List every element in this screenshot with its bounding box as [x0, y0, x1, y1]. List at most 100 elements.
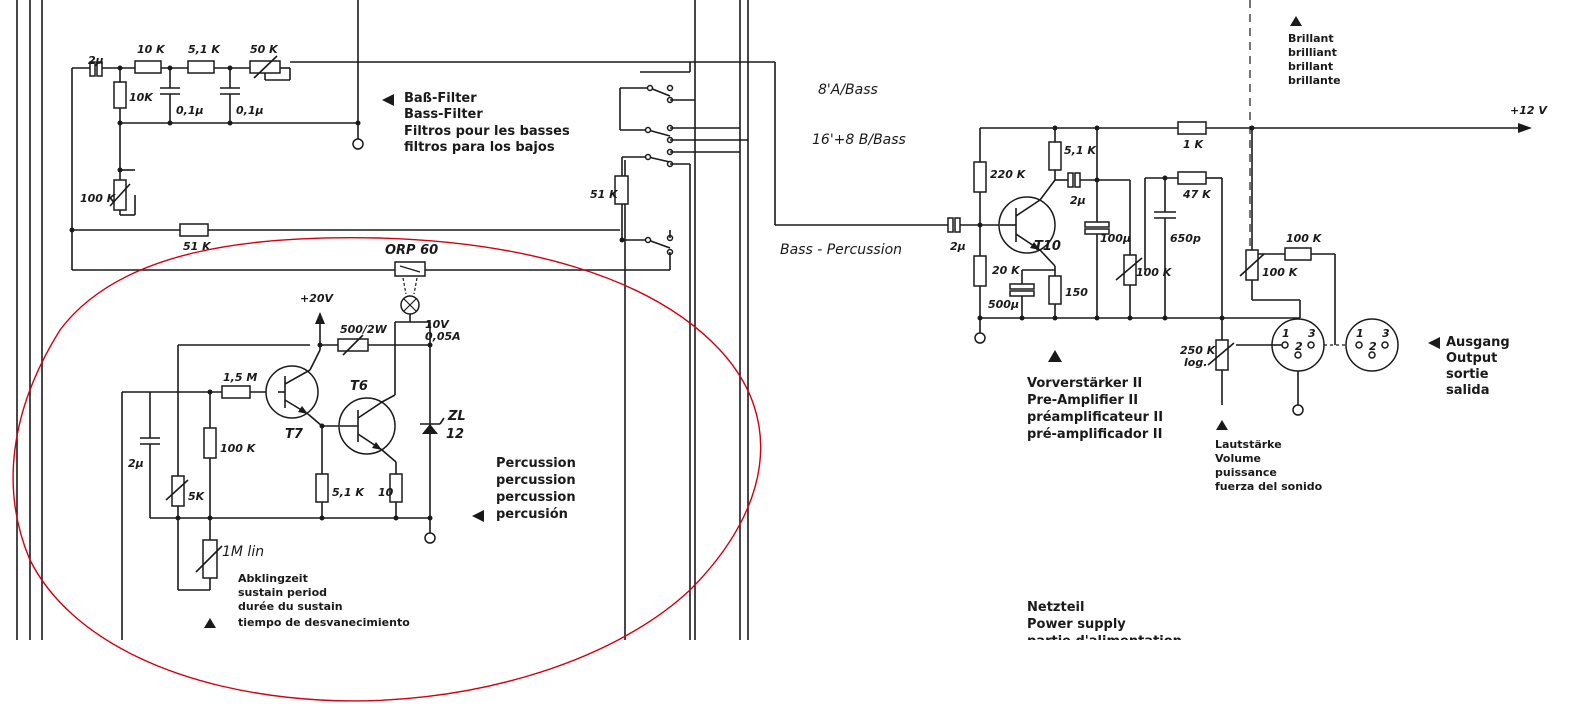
decay-es: tiempo de desvanecimiento — [238, 616, 410, 629]
bass-filter-network — [69, 55, 948, 271]
block-preamp-text: Vorverstärker II Pre-Amplifier II préamp… — [1027, 376, 1163, 442]
register-switch-bank — [614, 62, 748, 640]
label-t10: T10 — [1034, 239, 1061, 254]
label-r-47k: 47 K — [1182, 188, 1212, 201]
potentiometer-100k-pre — [1123, 254, 1137, 286]
resistor-100k-perc — [203, 427, 217, 459]
label-p-50k: 50 K — [250, 43, 279, 56]
label-c-2u-b: 2µ — [128, 457, 144, 470]
label-r-51k-side: 51 K — [590, 188, 619, 201]
volume-en: Volume — [1215, 452, 1261, 465]
preamp-ii-circuit — [947, 0, 1532, 405]
block-output-text: Ausgang Output sortie salida — [1446, 335, 1510, 398]
label-din1-pin3: 3 — [1308, 327, 1316, 340]
label-c-2u-in: 2µ — [950, 240, 966, 253]
label-c-01-a: 0,1µ — [176, 104, 204, 117]
bass-filter-fr: Filtros pour les basses — [404, 124, 570, 139]
label-bass-percussion: Bass - Percussion — [780, 242, 902, 258]
label-c-2u-a: 2µ — [88, 54, 104, 67]
label-t6: T6 — [350, 379, 368, 394]
block-brilliant-text: Brillant brilliant brillant brillante — [1288, 32, 1341, 87]
preamp-de: Vorverstärker II — [1027, 376, 1142, 391]
power-de: Netzteil — [1027, 600, 1084, 615]
brilliant-en: brilliant — [1288, 46, 1337, 59]
label-supply-20v: +20V — [300, 292, 335, 305]
label-c-01-b: 0,1µ — [236, 104, 264, 117]
label-din2-pin2: 2 — [1369, 340, 1377, 353]
block-percussion-text: Percussion percussion percussion percusi… — [496, 456, 576, 522]
label-r-500: 500/2W — [340, 323, 388, 336]
label-r-100k-perc: 100 K — [220, 442, 257, 455]
routing-labels: 8'A/Bass 16'+8 B/Bass Bass - Percussion — [780, 82, 906, 258]
decay-fr: durée du sustain — [238, 600, 343, 613]
label-c-2u-pre: 2µ — [1070, 194, 1086, 207]
label-supply-12v: +12 V — [1510, 104, 1548, 117]
power-en: Power supply — [1027, 617, 1126, 632]
output-de: Ausgang — [1446, 335, 1510, 350]
label-lamp-current: 0,05A — [425, 330, 461, 343]
label-r-51k-pre: 5,1 K — [1064, 144, 1097, 157]
label-c-100u: 100µ — [1100, 232, 1131, 245]
label-r-10k-b: 10K — [129, 91, 154, 104]
bass-filter-de: Baß-Filter — [404, 91, 477, 106]
brilliant-es: brillante — [1288, 74, 1341, 87]
label-r-150: 150 — [1065, 286, 1088, 299]
power-fr: partie d'alimentation — [1027, 634, 1182, 649]
label-din2-pin3: 3 — [1382, 327, 1390, 340]
label-r-10k-a: 10 K — [137, 43, 166, 56]
preamp-en: Pre-Amplifier II — [1027, 393, 1138, 408]
percussion-fr: percussion — [496, 490, 576, 505]
percussion-es: percusión — [496, 507, 568, 522]
label-zl: ZL — [447, 409, 466, 424]
percussion-en: percussion — [496, 473, 576, 488]
resistor-10k-a — [134, 60, 162, 74]
resistor-5k1-perc — [315, 473, 329, 503]
label-din2-pin1: 1 — [1356, 327, 1364, 340]
decay-de: Abklingzeit — [238, 572, 308, 585]
resistor-1k — [1177, 121, 1207, 135]
label-r-51k-perc: 5,1 K — [332, 486, 365, 499]
capacitor-2u-in — [947, 217, 954, 233]
resistor-5k1-pre — [1048, 141, 1062, 171]
capacitor-500u — [1009, 283, 1035, 290]
resistor-51k-mid — [179, 223, 209, 237]
label-p-250k-log: log. — [1184, 356, 1207, 369]
label-p-100k-pre: 100 K — [1136, 266, 1173, 279]
preamp-fr: préamplificateur II — [1027, 410, 1163, 425]
component-labels: 2µ 10 K 10K 0,1µ 5,1 K 0,1µ 50 K 100 K 5… — [80, 43, 1548, 560]
block-power-text: Netzteil Power supply partie d'alimentat… — [1027, 600, 1182, 649]
potentiometer-250k-log — [1215, 339, 1229, 371]
transistor-t10 — [998, 196, 1056, 254]
label-bass-b: 16'+8 B/Bass — [812, 132, 906, 148]
pointer-arrows — [204, 16, 1440, 628]
label-r-10-perc: 10 — [378, 486, 394, 499]
block-volume-text: Lautstärke Volume puissance fuerza del s… — [1215, 438, 1323, 493]
block-decay-text: Abklingzeit sustain period durée du sust… — [238, 572, 410, 629]
resistor-20k — [973, 255, 987, 287]
output-fr: sortie — [1446, 367, 1489, 382]
resistor-1m5 — [221, 385, 251, 399]
brilliant-de: Brillant — [1288, 32, 1334, 45]
percussion-circuit — [121, 261, 445, 640]
bass-filter-en: Bass-Filter — [404, 107, 483, 122]
resistor-220k — [973, 161, 987, 193]
preamp-es: pré-amplificador II — [1027, 427, 1162, 442]
brilliant-fr: brillant — [1288, 60, 1333, 73]
label-r-20k: 20 K — [992, 264, 1021, 277]
label-r-51k-a: 5,1 K — [188, 43, 221, 56]
resistor-47k — [1177, 171, 1207, 185]
capacitor-2u-a — [89, 61, 96, 77]
label-din1-pin2: 2 — [1295, 340, 1303, 353]
label-r-220k: 220 K — [990, 168, 1027, 181]
label-c-500u: 500µ — [988, 298, 1019, 311]
label-c-650p: 650p — [1170, 232, 1201, 245]
percussion-de: Percussion — [496, 456, 576, 471]
volume-es: fuerza del sonido — [1215, 480, 1323, 493]
output-en: Output — [1446, 351, 1497, 366]
decay-en: sustain period — [238, 586, 327, 599]
output-din-connectors — [1270, 318, 1399, 416]
label-p-250k: 250 K — [1180, 344, 1217, 357]
transistor-t6 — [338, 397, 396, 455]
left-bus-lines — [16, 0, 43, 640]
